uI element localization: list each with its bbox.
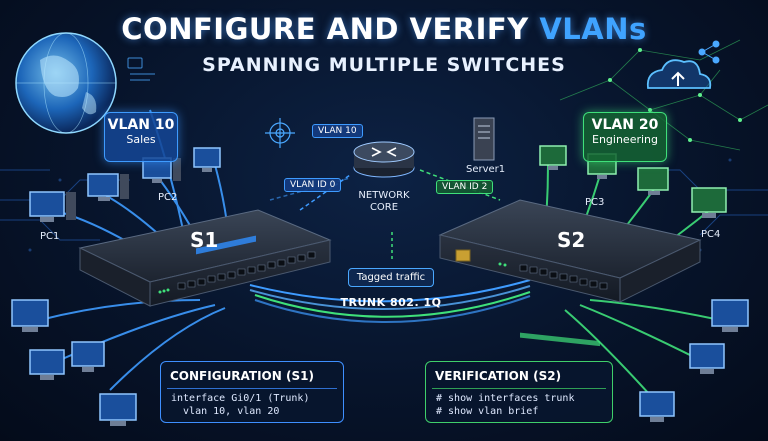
title-main: CONFIGURE AND VERIFY [121, 12, 540, 46]
pc-icon [637, 167, 669, 195]
vlan20-dept: Engineering [592, 133, 658, 146]
pc2-label: PC2 [158, 192, 178, 203]
core-line2: CORE [369, 202, 399, 213]
verification-panel: VERIFICATION (S2) # show interfaces trun… [425, 361, 613, 423]
pc-icon [29, 191, 76, 222]
pc-icon [87, 173, 129, 201]
target-icon [265, 118, 295, 148]
pc4-label: PC4 [701, 229, 721, 240]
switch-s2-label: S2 [557, 228, 586, 252]
switch-icon [438, 199, 702, 347]
core-line1: NETWORK [358, 190, 410, 201]
pc-icon [71, 341, 105, 372]
router-icon [353, 141, 415, 178]
page-subtitle: SPANNING MULTIPLE SWITCHES [202, 54, 566, 76]
switch-s1-label: S1 [190, 228, 219, 252]
network-core-label: NETWORK CORE [344, 190, 424, 214]
vlan10-tag: VLAN 10 [312, 124, 363, 138]
verify-line-2: # show vlan brief [436, 406, 539, 417]
globe-icon [15, 32, 117, 134]
vlan10-dept: Sales [126, 133, 156, 146]
vlan-id0-tag: VLAN ID 0 [284, 178, 342, 192]
trunk-label: TRUNK 802. 1Q [340, 296, 442, 309]
configuration-title: CONFIGURATION (S1) [170, 369, 314, 383]
pc-icon [689, 343, 725, 374]
config-line-1: interface Gi0/1 (Trunk) [171, 393, 310, 404]
cloud-icon [646, 59, 712, 89]
pc-icon [11, 299, 49, 332]
configuration-divider [167, 388, 337, 389]
vlan10-name: VLAN 10 [107, 117, 175, 133]
pc1-label: PC1 [40, 231, 60, 242]
verify-line-1: # show interfaces trunk [436, 393, 575, 404]
server-icon [473, 117, 495, 161]
trunk-cables [249, 279, 531, 324]
title-accent: VLANs [539, 12, 647, 46]
pc-icon [539, 145, 567, 170]
pc3-label: PC3 [585, 197, 605, 208]
vlan10-badge: VLAN 10 Sales [104, 112, 178, 162]
share-icon [698, 40, 720, 64]
vlan20-badge: VLAN 20 Engineering [583, 112, 667, 162]
switch-icon [78, 209, 332, 307]
vlan-id2-tag: VLAN ID 2 [436, 180, 494, 194]
pc-icon [639, 391, 675, 422]
server-label: Server1 [466, 164, 506, 175]
vlan20-name: VLAN 20 [591, 117, 659, 133]
pc-icon [193, 147, 221, 172]
pc-icon [99, 393, 137, 426]
verification-divider [432, 388, 606, 389]
verification-title: VERIFICATION (S2) [435, 369, 562, 383]
pc-icon [29, 349, 65, 380]
config-line-2: vlan 10, vlan 20 [171, 406, 280, 417]
configuration-panel: CONFIGURATION (S1) interface Gi0/1 (Trun… [160, 361, 344, 423]
pc-icon [711, 299, 749, 332]
page-title: CONFIGURE AND VERIFY VLANs [0, 12, 768, 46]
pc-icon [691, 187, 727, 218]
tagged-traffic-pill: Tagged traffic [348, 268, 434, 287]
